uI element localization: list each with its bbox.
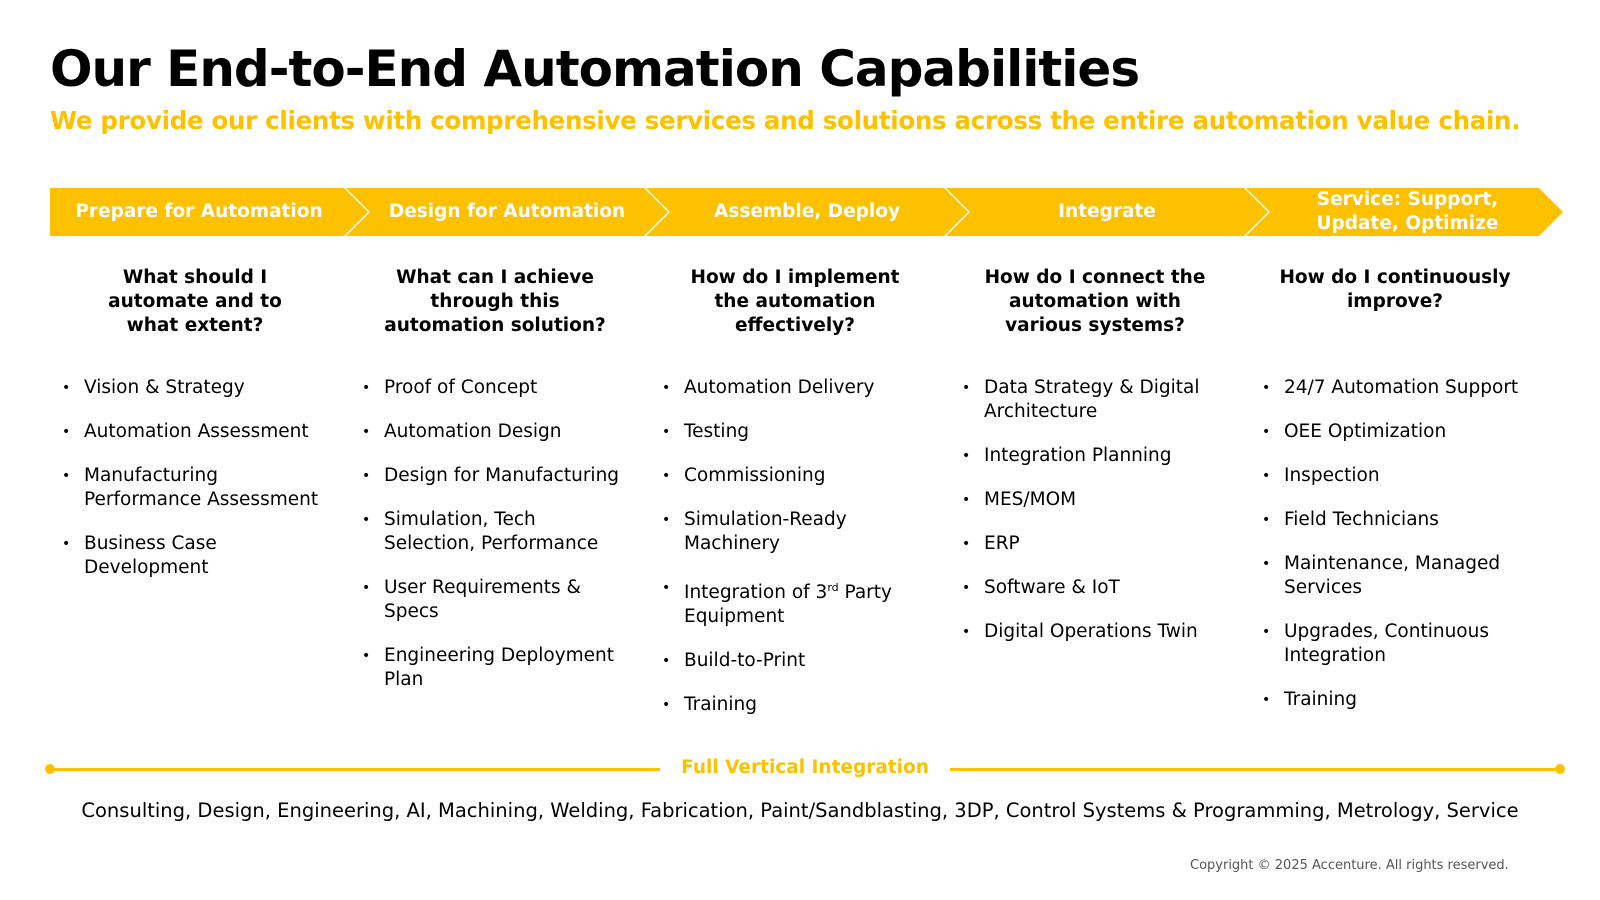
list-item: •OEE Optimization xyxy=(1262,421,1447,442)
stage-question: How do I connect the automation with var… xyxy=(984,267,1206,336)
list-item: • Integration of 3rd Party Equipment xyxy=(650,576,940,629)
list-item: •24/7 Automation Support xyxy=(1262,377,1519,398)
list-item: •Automation Assessment xyxy=(62,421,309,442)
list-item: •Vision & Strategy xyxy=(62,377,245,398)
list-item: •Field Technicians xyxy=(1262,509,1439,530)
list-item: •Software & IoT xyxy=(962,577,1120,598)
bullet-icon: • xyxy=(962,624,971,640)
page-subtitle: We provide our clients with comprehensiv… xyxy=(50,106,1521,135)
list-item: •Build-to-Print xyxy=(662,650,806,672)
bullet-icon: • xyxy=(662,512,671,528)
list-item: •Upgrades, Continuous Integration xyxy=(1262,621,1489,666)
copyright-notice: Copyright © 2025 Accenture. All rights r… xyxy=(1190,858,1509,873)
list-item: •Manufacturing Performance Assessment xyxy=(62,465,319,510)
bullet-icon: • xyxy=(662,380,671,396)
list-item: •Data Strategy & Digital Architecture xyxy=(962,377,1200,422)
list-item: •Proof of Concept xyxy=(362,377,538,398)
bullet-icon: • xyxy=(1262,468,1271,484)
list-item: •Automation Design xyxy=(362,421,562,442)
vertical-integration-divider: Full Vertical Integration xyxy=(45,757,1565,781)
bullet-icon: • xyxy=(1262,624,1271,640)
stage-service: Service: Support, Update, Optimize xyxy=(1246,188,1563,236)
capability-list: •Proof of Concept •Automation Design •De… xyxy=(350,376,640,692)
bullet-icon: • xyxy=(1262,380,1271,396)
list-item: •Automation Delivery xyxy=(662,377,875,398)
bullet-icon: • xyxy=(362,468,371,484)
list-item: •Maintenance, Managed Services xyxy=(1262,553,1501,598)
stage-prepare: Prepare for Automation xyxy=(50,188,368,236)
stage-label: Service: Support, Update, Optimize xyxy=(1316,189,1499,234)
list-item: •Training xyxy=(1262,689,1357,710)
bullet-icon: • xyxy=(362,648,371,664)
bullet-icon: • xyxy=(62,380,71,396)
bullet-icon: • xyxy=(1262,424,1271,440)
stage-question: How do I implement the automation effect… xyxy=(690,267,900,336)
stage-column-service: How do I continuously improve? •24/7 Aut… xyxy=(1250,266,1540,732)
bullet-icon: • xyxy=(662,697,671,714)
bullet-icon: • xyxy=(362,424,371,440)
bullet-icon: • xyxy=(362,580,371,596)
bullet-icon: • xyxy=(362,512,371,528)
bullet-icon: • xyxy=(962,580,971,596)
list-item: •Simulation-Ready Machinery xyxy=(662,509,847,554)
capability-list: •24/7 Automation Support •OEE Optimizati… xyxy=(1250,376,1540,712)
stage-column-prepare: What should I automate and to what exten… xyxy=(50,266,340,600)
list-item: •Digital Operations Twin xyxy=(962,621,1198,642)
bullet-icon: • xyxy=(662,580,671,596)
stage-question: How do I continuously improve? xyxy=(1279,267,1511,312)
stage-column-assemble: How do I implement the automation effect… xyxy=(650,266,940,737)
value-chain-stages: Prepare for Automation Design for Automa… xyxy=(0,188,1600,236)
list-item: •Design for Manufacturing xyxy=(362,465,620,486)
vertical-integration-label: Full Vertical Integration xyxy=(681,757,929,778)
capability-list: •Automation Delivery •Testing •Commissio… xyxy=(650,376,940,717)
bullet-icon: • xyxy=(962,492,971,508)
bullet-icon: • xyxy=(1262,556,1271,572)
divider-line-right xyxy=(950,768,1560,771)
divider-line-left xyxy=(50,768,660,771)
bullet-icon: • xyxy=(962,448,971,464)
list-item: •Testing xyxy=(662,421,750,442)
stage-integrate: Integrate xyxy=(946,188,1268,236)
stage-question: What should I automate and to what exten… xyxy=(108,267,282,336)
list-item: •Training xyxy=(662,694,757,716)
stage-assemble: Assemble, Deploy xyxy=(646,188,968,236)
list-item: •Commissioning xyxy=(662,465,826,486)
list-item: •Engineering Deployment Plan xyxy=(362,645,615,690)
list-item: •Simulation, Tech Selection, Performance xyxy=(362,509,599,554)
bullet-icon: • xyxy=(62,536,71,552)
third-party-item: Integration of 3rd Party Equipment xyxy=(684,581,892,628)
stage-label: Integrate xyxy=(1058,201,1156,222)
capability-list: •Vision & Strategy •Automation Assessmen… xyxy=(50,376,340,580)
bullet-icon: • xyxy=(662,424,671,440)
page-title: Our End-to-End Automation Capabilities xyxy=(50,40,1140,98)
bullet-icon: • xyxy=(662,468,671,484)
vertical-integration-capabilities: Consulting, Design, Engineering, AI, Mac… xyxy=(81,799,1519,822)
bullet-icon: • xyxy=(362,380,371,396)
stage-label: Assemble, Deploy xyxy=(713,201,901,222)
bullet-icon: • xyxy=(1262,692,1271,708)
bullet-icon: • xyxy=(662,653,671,670)
stage-label: Design for Automation xyxy=(388,201,626,222)
stage-label: Prepare for Automation xyxy=(75,201,323,222)
list-item: •Integration Planning xyxy=(962,445,1172,466)
line-end-dot xyxy=(1555,764,1565,774)
stage-column-integrate: How do I connect the automation with var… xyxy=(950,266,1240,664)
list-item: •Inspection xyxy=(1262,465,1380,486)
list-item: •ERP xyxy=(962,533,1020,554)
list-item: •User Requirements & Specs xyxy=(362,577,581,622)
list-item: •Business Case Development xyxy=(62,533,217,578)
bullet-icon: • xyxy=(1262,512,1271,528)
stage-question: What can I achieve through this automati… xyxy=(384,267,606,336)
bullet-icon: • xyxy=(962,536,971,552)
bullet-icon: • xyxy=(962,380,971,396)
list-item: •MES/MOM xyxy=(962,489,1077,510)
bullet-icon: • xyxy=(62,424,71,440)
bullet-icon: • xyxy=(62,468,71,484)
capability-list: •Data Strategy & Digital Architecture •I… xyxy=(950,376,1240,644)
stage-design: Design for Automation xyxy=(346,188,668,236)
stage-column-design: What can I achieve through this automati… xyxy=(350,266,640,712)
